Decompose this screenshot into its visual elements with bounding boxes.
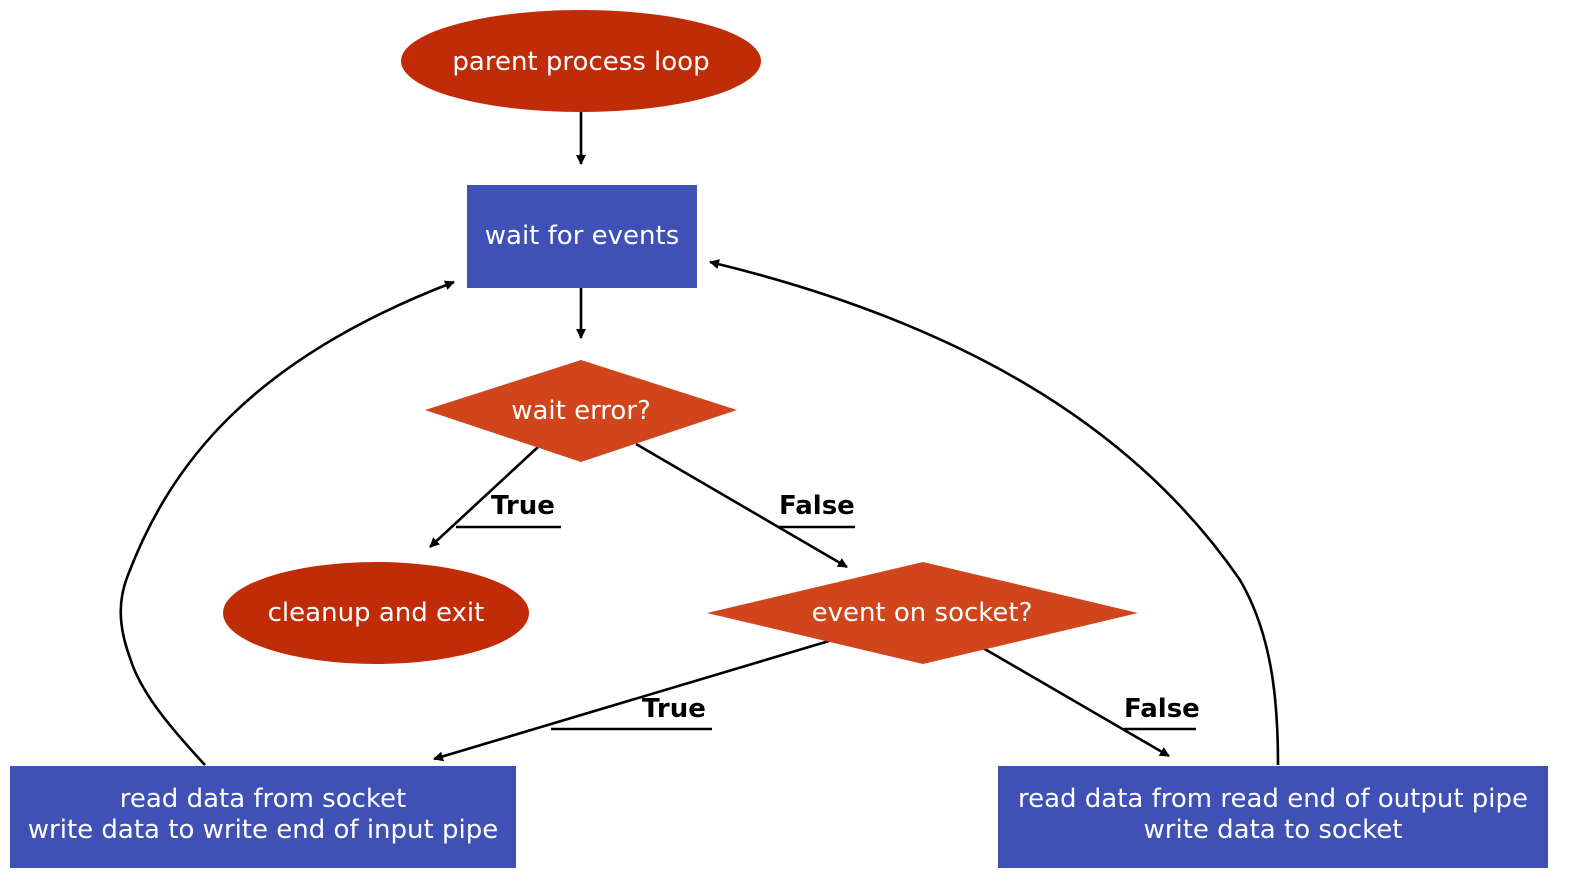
node-label-line-2: write data to socket	[1144, 815, 1403, 845]
edge-label-wait-error-true: True	[491, 491, 555, 521]
node-label-line-2: write data to write end of input pipe	[28, 815, 498, 845]
node-read-data-from-socket: read data from socket write data to writ…	[10, 766, 516, 868]
edge-read-socket-back-to-wait	[119, 280, 455, 766]
process-shape	[998, 766, 1548, 868]
node-label-line-1: read data from socket	[120, 784, 406, 814]
node-wait-error: wait error?	[425, 360, 737, 462]
node-cleanup-and-exit: cleanup and exit	[223, 562, 529, 664]
decision-shape	[707, 562, 1138, 664]
node-event-on-socket: event on socket?	[707, 562, 1138, 664]
node-label: cleanup and exit	[268, 598, 485, 628]
decision-shape	[425, 360, 737, 462]
process-shape	[10, 766, 516, 868]
edge-wait-error-to-event-socket	[635, 442, 848, 569]
edge-event-socket-to-read-socket	[433, 639, 830, 762]
node-wait-for-events: wait for events	[467, 185, 697, 288]
edge-event-socket-to-read-pipe	[982, 646, 1170, 758]
node-label: event on socket?	[812, 598, 1033, 628]
edge-label-event-socket-false: False	[1124, 694, 1200, 724]
node-label: wait error?	[511, 396, 651, 426]
edge-labels: True False True False	[456, 491, 1200, 731]
node-read-data-from-pipe: read data from read end of output pipe w…	[998, 766, 1548, 868]
edge-label-wait-error-false: False	[779, 491, 855, 521]
edge-read-pipe-back-to-wait	[709, 259, 1280, 766]
node-label: parent process loop	[452, 47, 709, 77]
edge-label-event-socket-true: True	[642, 694, 706, 724]
node-label-line-1: read data from read end of output pipe	[1018, 784, 1528, 814]
edge-wait-error-to-cleanup	[429, 446, 539, 548]
node-label: wait for events	[485, 221, 680, 251]
terminal-shape	[223, 562, 529, 664]
terminal-shape	[401, 10, 761, 112]
process-shape	[467, 185, 697, 288]
node-parent-process-loop: parent process loop	[401, 10, 761, 112]
edges	[119, 112, 1280, 766]
